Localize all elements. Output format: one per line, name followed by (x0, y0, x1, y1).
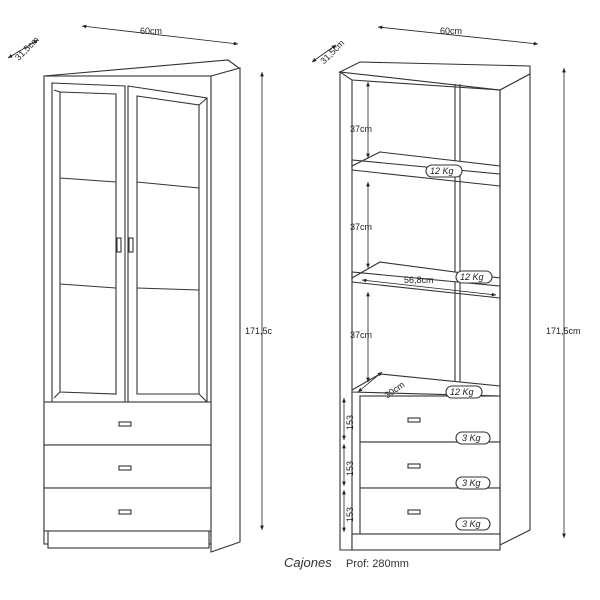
drawer-load-badge-1 (455, 431, 491, 445)
left-cabinet-top (43, 59, 241, 77)
inner-width-arrow (361, 278, 497, 297)
left-width-arrow (81, 24, 239, 46)
right-width-arrow (377, 25, 539, 46)
door-handle (128, 237, 134, 253)
drawer-handle (407, 463, 421, 469)
shelf-load-label-2: 12 Kg (460, 272, 484, 282)
drawer-height-label-2: 153 (345, 461, 355, 476)
inner-width-label: 56,8cm (404, 275, 434, 285)
right-cabinet-plinth (351, 533, 501, 551)
shelf-load-badge-2 (455, 270, 493, 284)
drawer-handle (407, 417, 421, 423)
drawer-handle (118, 465, 132, 471)
drawer-load-label-1: 3 Kg (462, 433, 481, 443)
left-width-label: 60cm (140, 26, 162, 36)
left-depth-arrow (7, 39, 39, 59)
right-cabinet (338, 61, 531, 551)
left-cabinet (43, 59, 241, 553)
shelf-gap-label-3: 37cm (350, 330, 372, 340)
drawer-load-label-3: 3 Kg (462, 519, 481, 529)
shelf-load-label-3: 12 Kg (450, 387, 474, 397)
drawer-load-badge-3 (455, 517, 491, 531)
right-cabinet-top (338, 61, 531, 91)
inner-depth-arrow (357, 371, 383, 393)
drawer-height-label-1: 153 (345, 415, 355, 430)
shelf-1 (351, 151, 501, 187)
left-cabinet-plinth (47, 529, 210, 549)
left-cabinet-side (210, 67, 241, 553)
drawer-handle (118, 421, 132, 427)
shelf-load-badge-3 (445, 385, 483, 399)
left-height-label: 171,5c (245, 326, 273, 336)
shelf-load-label-1: 12 Kg (430, 166, 454, 176)
right-width-label: 60cm (440, 26, 462, 36)
drawer-handle (118, 509, 132, 515)
drawer-load-label-2: 3 Kg (462, 478, 481, 488)
door-handle (116, 237, 122, 253)
shelf-gap-label-1: 37cm (350, 124, 372, 134)
caption-detail: Prof: 280mm (346, 558, 409, 570)
shelf-gap-label-2: 37cm (350, 222, 372, 232)
left-depth-label: 31,5cm (13, 35, 41, 63)
right-cabinet-right-panel (499, 73, 531, 546)
right-cabinet-left-panel (339, 70, 353, 551)
left-glass-door-2 (127, 85, 208, 405)
left-glass-door-1 (51, 82, 126, 405)
shelf-load-badge-1 (425, 164, 463, 178)
drawer-handle (407, 509, 421, 515)
caption-title: Cajones (284, 555, 332, 570)
right-depth-arrow (311, 44, 337, 63)
drawer-height-label-3: 153 (345, 507, 355, 522)
right-height-label: 171,5cm (546, 326, 581, 336)
drawer-load-badge-2 (455, 476, 491, 490)
right-depth-label: 31,5cm (318, 38, 346, 66)
